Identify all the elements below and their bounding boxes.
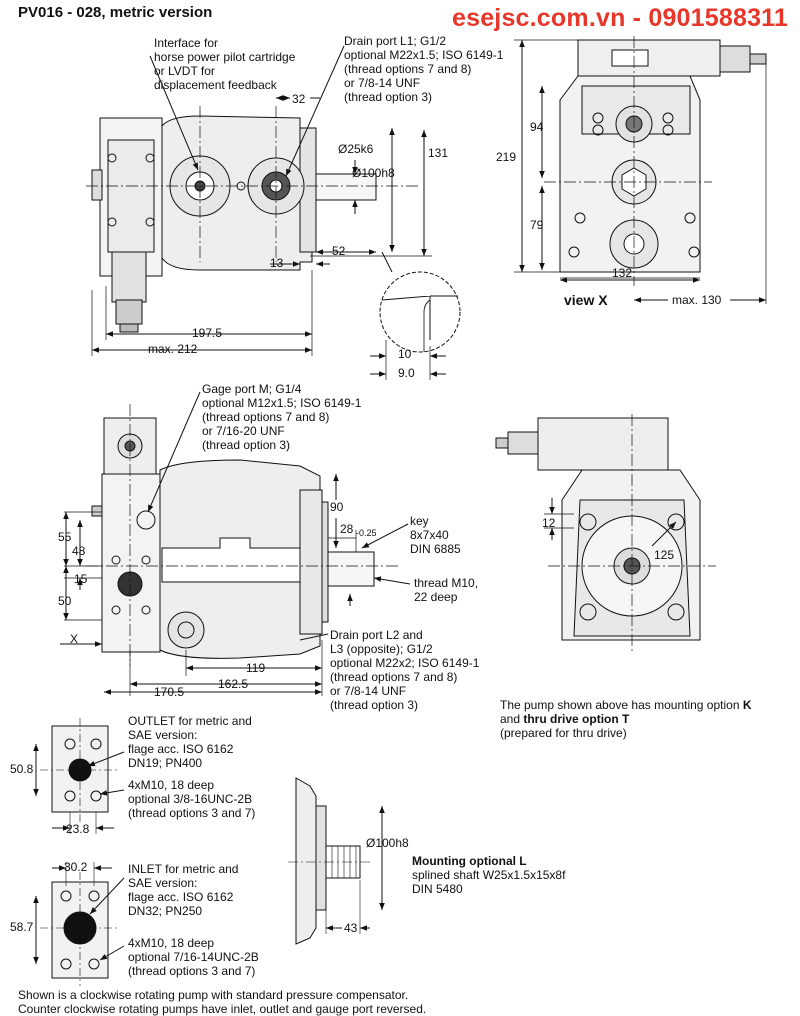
side-view — [86, 45, 461, 380]
mounting-l-desc: splined shaft W25x1.5x15x8f DIN 5480 — [412, 868, 566, 896]
outlet-bolt-note: 4xM10, 18 deep optional 3/8-16UNC-2B (th… — [128, 778, 256, 820]
inlet-bolt-note: 4xM10, 18 deep optional 7/16-14UNC-2B (t… — [128, 936, 259, 978]
dim-50-8: 50.8 — [10, 762, 34, 776]
dim-43: 43 — [344, 921, 358, 935]
dim-32: 32 — [292, 92, 306, 106]
mounting-l-view — [288, 777, 385, 945]
thread-note: thread M10, 22 deep — [414, 576, 479, 604]
dim-219: 219 — [496, 150, 517, 164]
dim-90: 90 — [330, 500, 344, 514]
dim-132: 132 — [612, 266, 633, 280]
dim-10: 10 — [398, 347, 412, 361]
dim-28: 28 — [340, 522, 354, 536]
dim-162-5: 162.5 — [218, 677, 249, 691]
outlet-flange — [33, 718, 125, 834]
interface-note: Interface for horse power pilot cartridg… — [154, 36, 296, 92]
dim-94: 94 — [530, 120, 544, 134]
inlet-note: INLET for metric and SAE version: flage … — [128, 862, 239, 918]
dim-shaft-diameter: Ø25k6 — [338, 142, 374, 156]
dim-119: 119 — [246, 661, 266, 675]
key-note: key 8x7x40 DIN 6885 — [410, 514, 461, 556]
dim-15: 15 — [74, 572, 88, 586]
dim-12: 12 — [542, 516, 556, 530]
view-x-marker: X — [70, 632, 79, 646]
mounting-caption: The pump shown above has mounting option… — [500, 698, 752, 740]
dim-50: 50 — [58, 594, 72, 608]
dim-170-5: 170.5 — [154, 685, 185, 699]
dim-9-0: 9.0 — [398, 366, 415, 380]
dim-79: 79 — [530, 218, 544, 232]
dim-13: 13 — [270, 256, 284, 270]
end-view — [495, 414, 716, 654]
dim-131: 131 — [428, 146, 449, 160]
gage-port-note: Gage port M; G1/4 optional M12x1.5; ISO … — [202, 382, 362, 452]
dim-125: 125 — [654, 548, 675, 562]
dim-55: 55 — [58, 530, 72, 544]
dim-197-5: 197.5 — [192, 326, 223, 340]
mounting-l-title: Mounting optional L — [412, 854, 527, 868]
inlet-flange — [33, 862, 125, 986]
drain-port-l2-note: Drain port L2 and L3 (opposite); G1/2 op… — [330, 628, 480, 712]
page-title: PV016 - 028, metric version — [18, 4, 213, 21]
drain-port-l1-note: Drain port L1; G1/2 optional M22x1.5; IS… — [344, 34, 504, 104]
dim-58-7: 58.7 — [10, 920, 34, 934]
dim-max-212: max. 212 — [148, 342, 198, 356]
dim-max-130: max. 130 — [672, 293, 722, 307]
dim-52: 52 — [332, 244, 346, 258]
dim-pilot-diameter: Ø100h8 — [352, 166, 395, 180]
watermark-text: esejsc.com.vn - 0901588311 — [452, 4, 789, 32]
view-x — [514, 36, 767, 304]
dim-48: 48 — [72, 544, 86, 558]
view-x-label: view X — [564, 292, 608, 308]
front-view — [60, 391, 411, 696]
dim-30-2: 30.2 — [64, 860, 88, 874]
outlet-note: OUTLET for metric and SAE version: flage… — [128, 714, 252, 770]
dim-mount-l-diameter: Ø100h8 — [366, 836, 409, 850]
dim-28-tolerance: -0.25 — [356, 528, 377, 538]
dim-23-8: 23.8 — [66, 822, 90, 836]
